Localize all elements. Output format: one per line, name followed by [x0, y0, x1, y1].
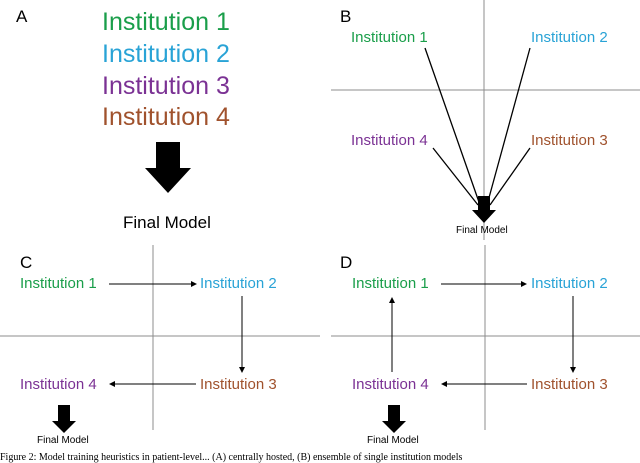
panel-b-institution-4: Institution 4 [351, 132, 428, 149]
panel-c-final-model: Final Model [37, 435, 89, 446]
panel-b-line-inst1 [424, 47, 481, 206]
panel-a-institution-3: Institution 3 [102, 72, 230, 100]
figure-caption: Figure 2: Model training heuristics in p… [0, 452, 463, 463]
panel-a-institution-4: Institution 4 [102, 103, 230, 131]
panel-a-final-model: Final Model [123, 213, 211, 232]
panel-b-institution-3: Institution 3 [531, 132, 608, 149]
panel-b-line-inst2 [486, 47, 531, 206]
panel-a-label: A [16, 7, 28, 26]
panel-a-institution-1: Institution 1 [102, 8, 230, 36]
panel-d-institution-4: Institution 4 [352, 376, 429, 393]
panel-d-institution-3: Institution 3 [531, 376, 608, 393]
panel-d-down-arrow [382, 405, 406, 433]
panel-d-label: D [340, 253, 353, 272]
panel-c-institution-2: Institution 2 [200, 275, 277, 292]
panel-d-institution-1: Institution 1 [352, 275, 429, 292]
panel-b-down-arrow [472, 196, 496, 223]
panel-b-line-inst4 [432, 147, 479, 206]
panel-c-label: C [20, 253, 33, 272]
panel-a-institution-2: Institution 2 [102, 40, 230, 68]
panel-d-final-model: Final Model [367, 435, 419, 446]
panel-c-down-arrow [52, 405, 76, 433]
panel-a-down-arrow [145, 142, 191, 193]
panel-b-institution-1: Institution 1 [351, 29, 428, 46]
panel-c-institution-4: Institution 4 [20, 376, 97, 393]
panel-c-institution-1: Institution 1 [20, 275, 97, 292]
panel-b-institution-2: Institution 2 [531, 29, 608, 46]
panel-b-label: B [340, 7, 352, 26]
panel-d-institution-2: Institution 2 [531, 275, 608, 292]
panel-b-line-inst3 [489, 147, 531, 206]
panel-b-final-model: Final Model [456, 225, 508, 236]
panel-c-institution-3: Institution 3 [200, 376, 277, 393]
